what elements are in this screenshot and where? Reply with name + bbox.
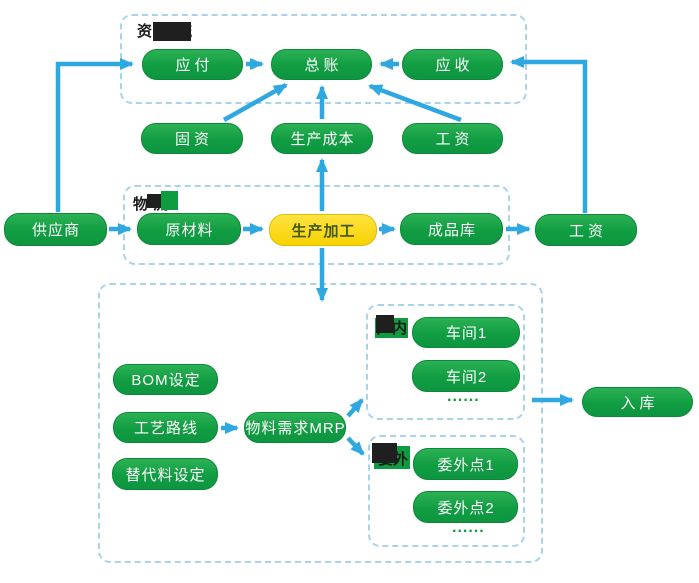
node-wages-right: 工资 xyxy=(535,214,637,246)
node-receivable: 应收 xyxy=(402,49,503,80)
node-supplier: 供应商 xyxy=(4,213,107,246)
node-outsource-point1: 委外点1 xyxy=(413,448,518,480)
node-general-ledger: 总账 xyxy=(271,49,372,80)
redaction-box xyxy=(372,443,397,463)
inplant-section-box xyxy=(366,304,525,420)
node-substitute-material: 替代料设定 xyxy=(112,458,218,490)
node-outsource-point2: 委外点2 xyxy=(413,491,518,523)
node-payable: 应付 xyxy=(142,49,243,80)
node-production-cost: 生产成本 xyxy=(271,123,373,154)
node-workshop1: 车间1 xyxy=(412,317,520,348)
inplant-more-dots: ...... xyxy=(447,388,480,405)
redaction-box xyxy=(161,191,178,210)
node-wages-mid: 工资 xyxy=(402,123,503,154)
redaction-box xyxy=(376,315,394,333)
redaction-box xyxy=(153,22,191,41)
node-finished-goods: 成品库 xyxy=(400,213,503,245)
node-process-routing: 工艺路线 xyxy=(113,412,218,443)
node-production-processing: 生产加工 xyxy=(269,214,377,246)
node-bom-setup: BOM设定 xyxy=(113,364,218,395)
node-mrp: 物料需求MRP xyxy=(244,412,346,443)
node-workshop2: 车间2 xyxy=(412,360,520,392)
outsource-more-dots: ...... xyxy=(452,519,485,536)
redaction-box xyxy=(147,194,162,208)
outsource-section-box xyxy=(368,435,525,547)
node-storage: 入库 xyxy=(582,387,693,417)
node-fixed-assets: 固资 xyxy=(141,123,243,154)
node-raw-material: 原材料 xyxy=(137,213,241,245)
